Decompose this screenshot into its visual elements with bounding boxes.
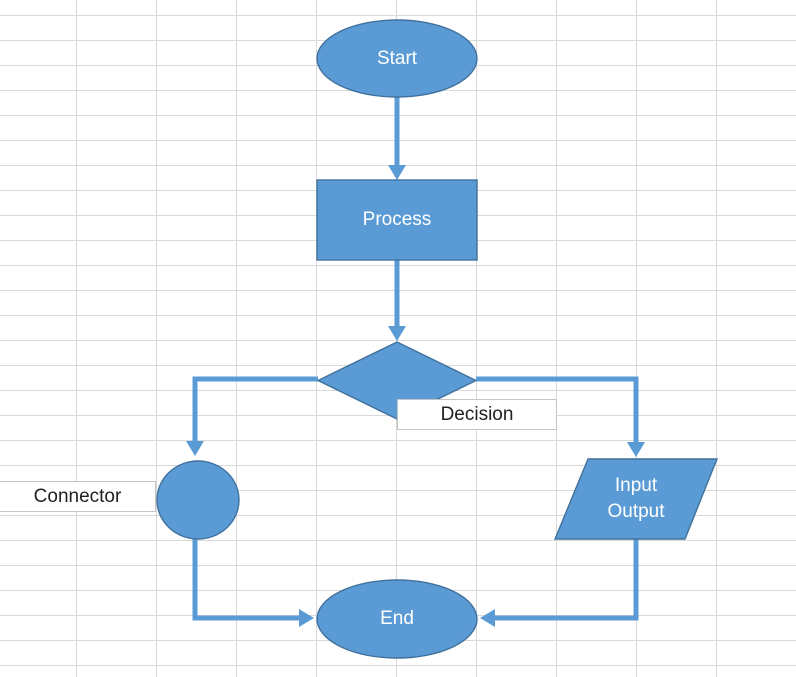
arrowhead-down-icon — [388, 326, 406, 341]
connector-label-box[interactable]: Connector — [0, 481, 156, 512]
decision-label-text: Decision — [440, 403, 514, 425]
connector-node[interactable] — [156, 460, 240, 540]
arrowhead-down-icon — [388, 165, 406, 180]
arrowhead-left-icon — [480, 609, 495, 627]
decision-label-box[interactable]: Decision — [397, 399, 557, 430]
edge-decision-input-output[interactable] — [476, 376, 645, 457]
process-node[interactable] — [316, 179, 478, 261]
start-node[interactable] — [316, 19, 478, 98]
edge-process-decision[interactable] — [388, 260, 406, 341]
edge-input-output-end[interactable] — [480, 537, 639, 627]
arrowhead-down-icon — [186, 441, 204, 456]
edge-connector-end[interactable] — [192, 537, 314, 627]
edge-decision-connector[interactable] — [186, 376, 318, 456]
edge-start-process[interactable] — [388, 97, 406, 180]
arrowhead-down-icon — [627, 442, 645, 457]
end-node[interactable] — [316, 579, 478, 659]
arrowhead-right-icon — [299, 609, 314, 627]
connector-label-text: Connector — [33, 485, 122, 507]
input-output-node[interactable] — [553, 458, 719, 540]
